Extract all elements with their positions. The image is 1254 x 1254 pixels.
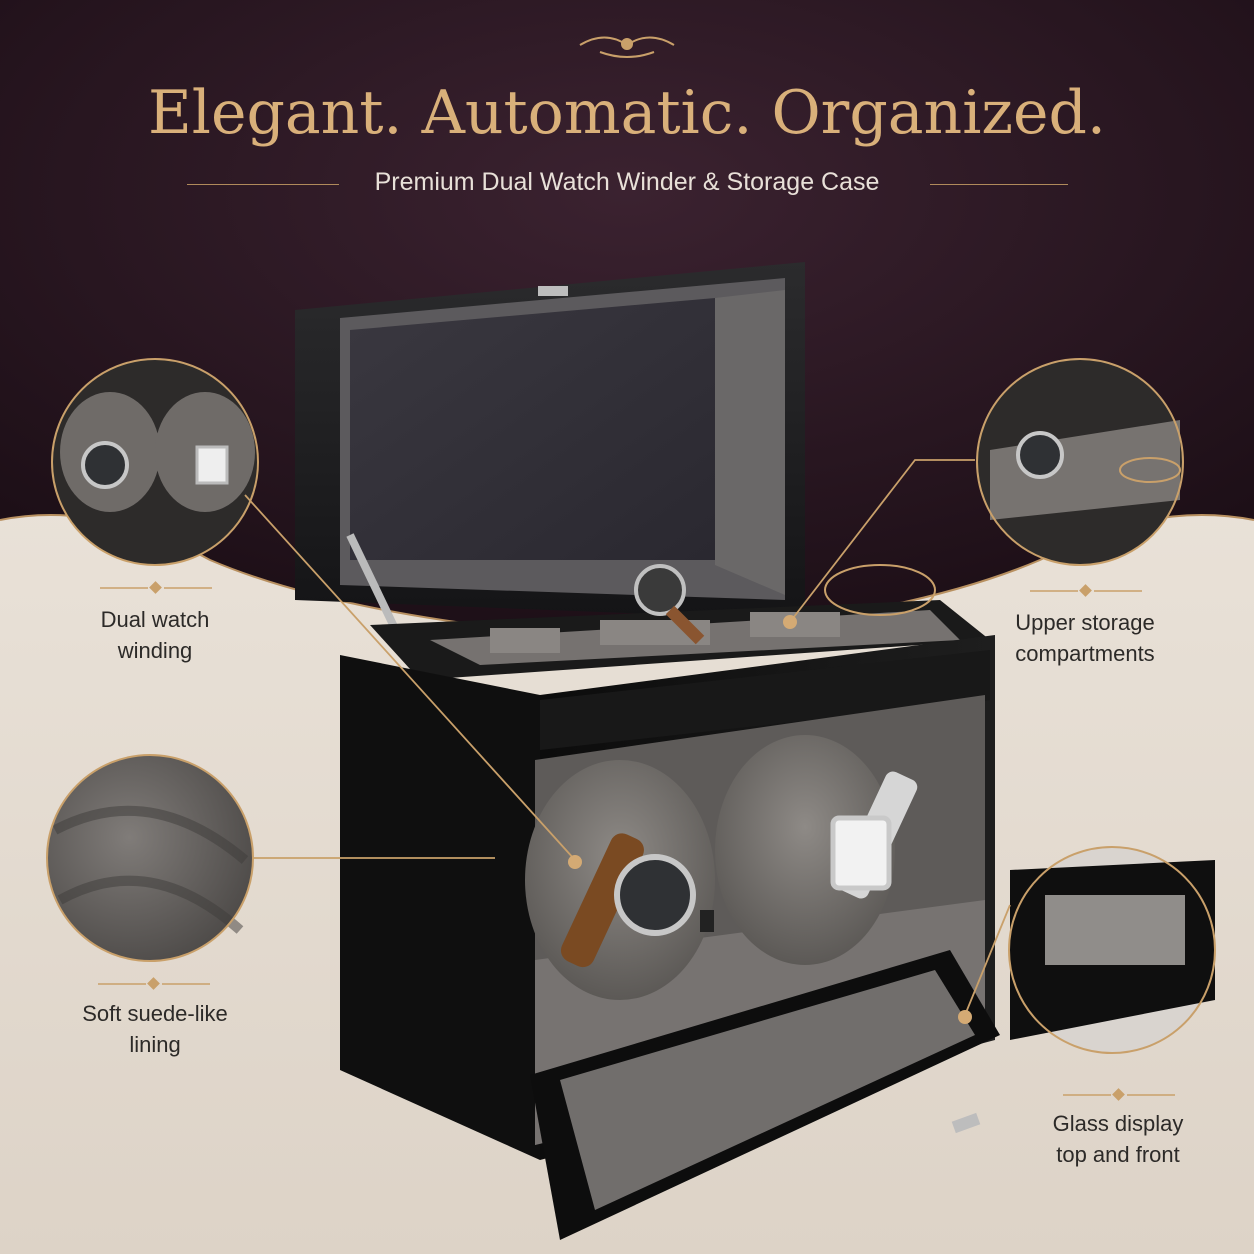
case-lid bbox=[295, 262, 805, 620]
headline: Elegant. Automatic. Organized. bbox=[148, 78, 1106, 148]
label-lining-line1: Soft suede-like bbox=[82, 1001, 228, 1026]
subtitle-rule-left bbox=[187, 184, 339, 185]
label-dual-winding: Dual watch winding bbox=[55, 604, 255, 666]
upper-tray bbox=[370, 564, 990, 680]
ornament-flourish bbox=[579, 36, 675, 58]
label-upper-storage: Upper storage compartments bbox=[985, 607, 1185, 669]
label-glass-line2: top and front bbox=[1056, 1142, 1180, 1167]
label-upper-storage-line1: Upper storage bbox=[1015, 610, 1155, 635]
label-dual-winding-line2: winding bbox=[117, 638, 193, 663]
label-glass-line1: Glass display bbox=[1052, 1111, 1184, 1136]
detail-circle-glass bbox=[1008, 846, 1216, 1054]
front-door bbox=[530, 950, 1000, 1240]
label-dual-winding-line1: Dual watch bbox=[100, 607, 210, 632]
detail-circle-lining bbox=[46, 754, 254, 962]
label-glass: Glass display top and front bbox=[1018, 1108, 1218, 1170]
label-lining: Soft suede-like lining bbox=[50, 998, 260, 1060]
detail-circle-storage bbox=[976, 358, 1184, 566]
detail-circle-winding bbox=[51, 358, 259, 566]
subtitle-rule-right bbox=[930, 184, 1068, 185]
label-upper-storage-line2: compartments bbox=[1015, 641, 1155, 666]
subheadline: Premium Dual Watch Winder & Storage Case bbox=[374, 168, 880, 196]
label-lining-line2: lining bbox=[129, 1032, 181, 1057]
